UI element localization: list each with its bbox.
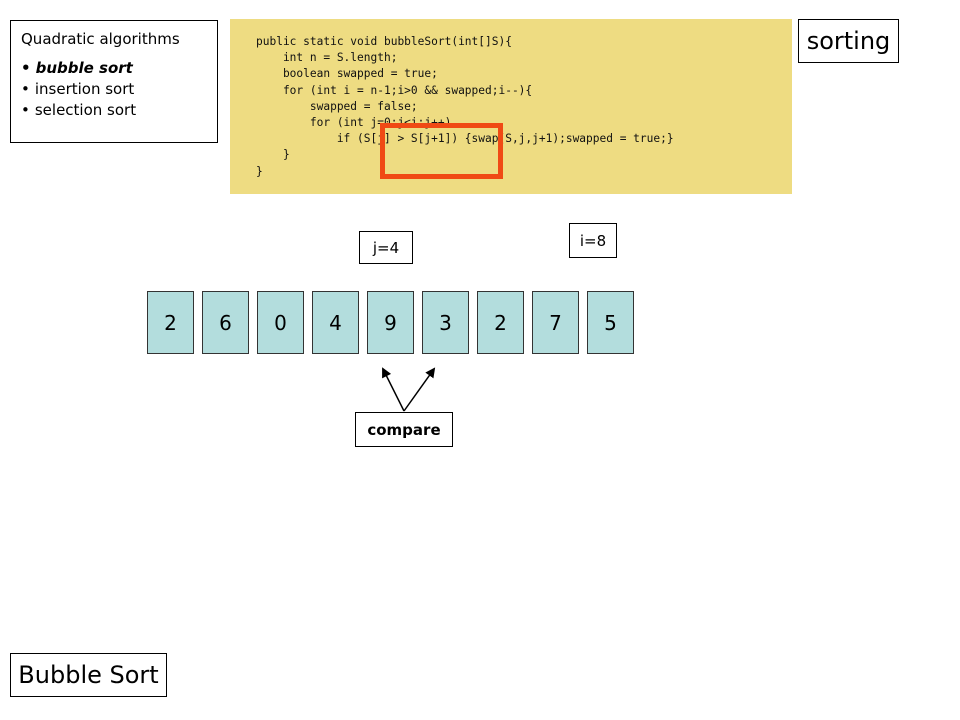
- index-i-label: i=8: [569, 223, 617, 258]
- array-cell: 9: [367, 291, 414, 354]
- code-panel: public static void bubbleSort(int[]S){ i…: [230, 19, 792, 194]
- topic-list: bubble sort insertion sort selection sor…: [21, 58, 207, 121]
- topic-list-box: Quadratic algorithms bubble sort inserti…: [10, 20, 218, 143]
- sorting-badge: sorting: [798, 19, 899, 63]
- array-cell: 6: [202, 291, 249, 354]
- array-cell: 2: [147, 291, 194, 354]
- bubble-sort-badge: Bubble Sort: [10, 653, 167, 697]
- array-cell: 0: [257, 291, 304, 354]
- array-cell: 2: [477, 291, 524, 354]
- array-cell: 7: [532, 291, 579, 354]
- array-cell: 3: [422, 291, 469, 354]
- topic-item-insertion-sort: insertion sort: [21, 79, 207, 100]
- compare-arrow-left: [382, 367, 405, 412]
- topic-item-bubble-sort: bubble sort: [21, 58, 207, 79]
- compare-label: compare: [355, 412, 453, 447]
- code-highlight-box: [380, 123, 503, 179]
- code-block: public static void bubbleSort(int[]S){ i…: [256, 35, 674, 178]
- index-j-label: j=4: [359, 231, 413, 264]
- compare-arrow-right: [403, 367, 436, 412]
- topic-item-selection-sort: selection sort: [21, 100, 207, 121]
- array-cell: 4: [312, 291, 359, 354]
- topic-heading: Quadratic algorithms: [21, 30, 180, 48]
- array-row: 2 6 0 4 9 3 2 7 5: [147, 291, 634, 354]
- array-cell: 5: [587, 291, 634, 354]
